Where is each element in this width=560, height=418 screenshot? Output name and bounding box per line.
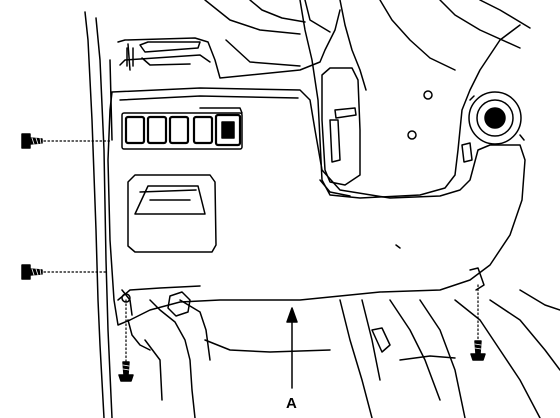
coin-pocket: [127, 174, 217, 253]
callout-label-a: A: [286, 395, 297, 412]
fastener-screw-bottom-right: [470, 284, 486, 361]
fastener-screw-left-lower: [21, 264, 109, 280]
fastener-screw-bottom-left: [118, 293, 134, 382]
upper-dash-outline: [117, 0, 341, 79]
ignition-key-cylinder: [468, 91, 525, 145]
steering-column: [299, 0, 531, 199]
door-edge-lines: [84, 11, 113, 418]
switch-panel: [121, 107, 243, 150]
callout-arrow-a: [286, 307, 298, 389]
pedal-area-parts: [127, 289, 560, 418]
fastener-screw-left-upper: [21, 133, 113, 149]
